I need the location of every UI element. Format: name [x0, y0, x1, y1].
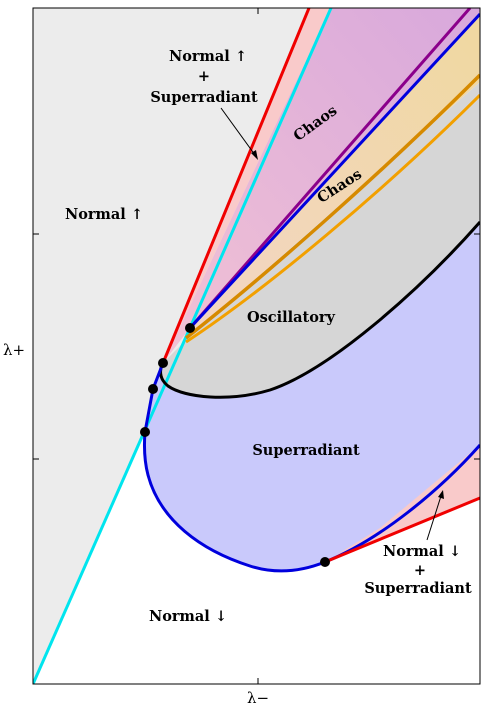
- y-axis-label: λ+: [3, 341, 25, 359]
- label-normal-up-super-bottom: Superradiant: [150, 89, 258, 106]
- label-superradiant: Superradiant: [252, 442, 360, 459]
- label-normal-down-super-top: Normal ↓: [383, 543, 461, 560]
- label-normal-up-super-top: Normal ↑: [169, 48, 247, 65]
- critical-point-2: [158, 358, 168, 368]
- region-superradiant: [144, 222, 480, 571]
- black-boundary: [159, 221, 480, 399]
- label-normal-down: Normal ↓: [149, 608, 227, 625]
- blue-boundary-upper: [188, 12, 480, 330]
- label-normal-down-super-bottom: Superradiant: [364, 580, 472, 597]
- arrow-lower: [426, 490, 444, 541]
- red-boundary-upper: [161, 8, 311, 364]
- label-oscillatory: Oscillatory: [247, 309, 336, 326]
- region-chaos-upper: [163, 8, 480, 363]
- region-normal-down-superradiant: [325, 445, 480, 562]
- orange-boundary-1: [184, 73, 480, 340]
- cyan-boundary: [33, 8, 333, 684]
- critical-point-1: [185, 323, 195, 333]
- blue-boundary-lower: [142, 362, 480, 573]
- critical-point-3: [148, 384, 158, 394]
- label-normal-up: Normal ↑: [65, 206, 143, 223]
- label-normal-up-super-plus: +: [198, 68, 210, 85]
- critical-point-4: [140, 427, 150, 437]
- purple-boundary: [188, 8, 472, 329]
- x-axis-label: λ−: [247, 689, 269, 705]
- orange-boundary-2: [185, 93, 480, 344]
- label-normal-down-super-plus: +: [414, 562, 426, 579]
- red-boundary-lower: [324, 496, 480, 564]
- critical-point-5: [320, 557, 330, 567]
- plot-frame: [32, 7, 481, 685]
- arrow-upper: [220, 107, 258, 160]
